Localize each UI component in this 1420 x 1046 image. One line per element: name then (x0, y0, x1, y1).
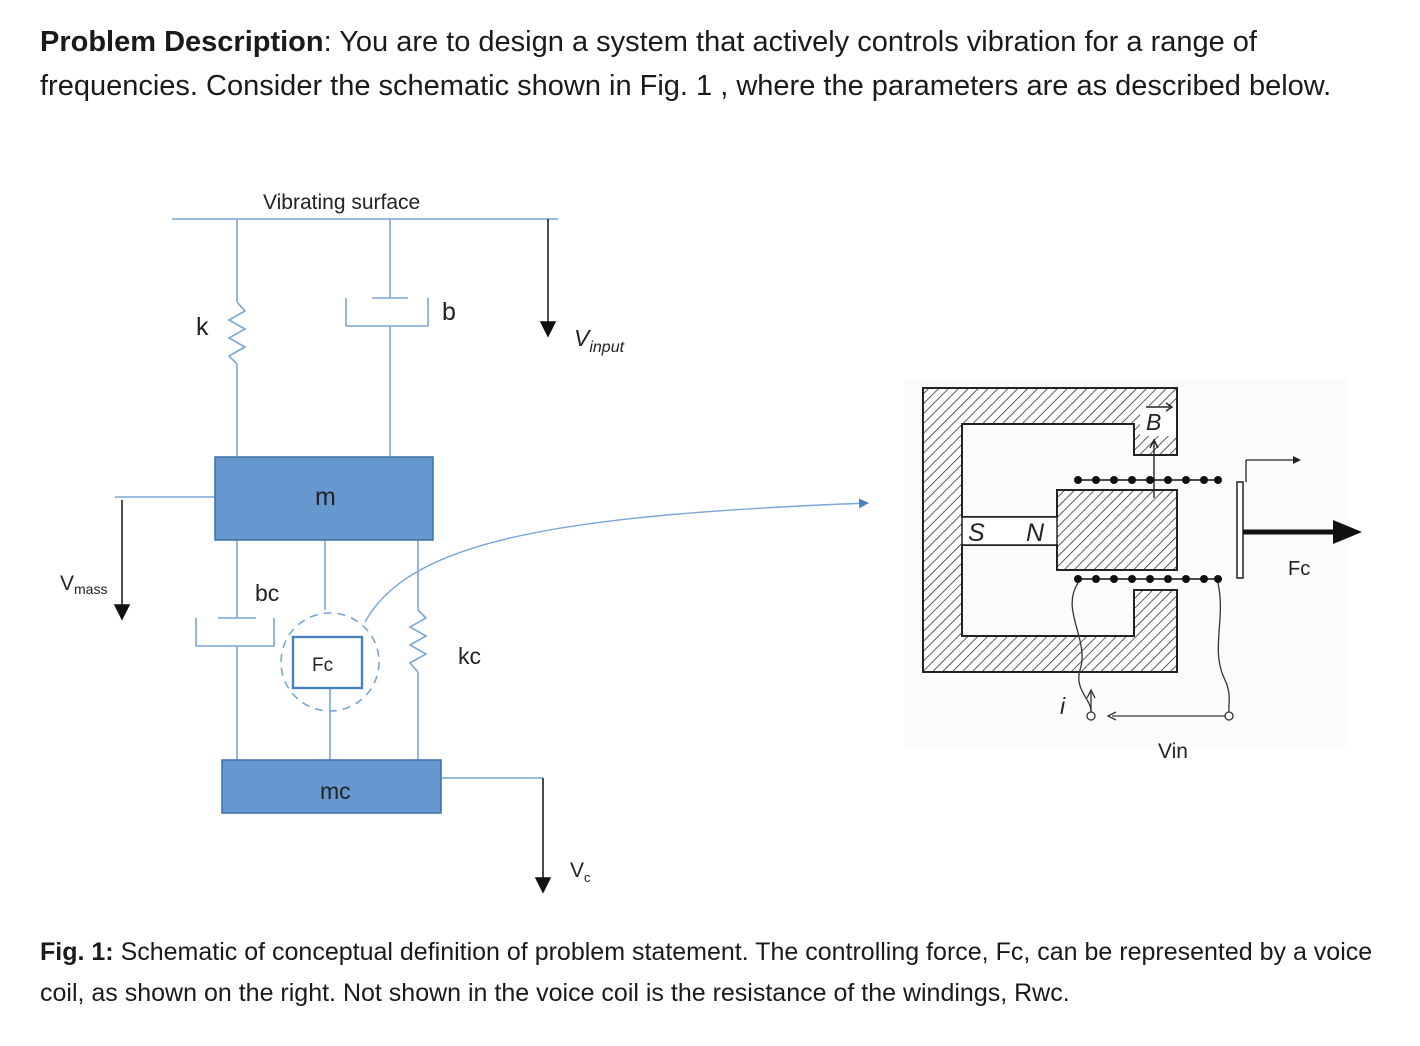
permanent-magnet (961, 516, 1058, 546)
i-label: i (1060, 693, 1066, 719)
v-c-label: Vc (570, 859, 591, 885)
terminal-right (1224, 711, 1234, 721)
mass-mc (221, 759, 442, 814)
damper-b (345, 219, 429, 457)
coil-former (1236, 481, 1244, 579)
v-c-arrow (534, 778, 552, 894)
kc-label: kc (458, 643, 481, 669)
vin-label: Vin (1158, 740, 1188, 763)
fc-box-label: Fc (312, 655, 333, 676)
coil-windings-top (1074, 476, 1222, 484)
bc-label: bc (255, 580, 279, 606)
b-label: b (442, 298, 456, 326)
lead-wire-left (1071, 582, 1092, 713)
v-mass-label: Vmass (60, 572, 107, 597)
b-vector-label: B (1146, 409, 1161, 435)
voice-coil: S N B Fc (905, 378, 1362, 763)
caption-label: Fig. 1: (40, 938, 114, 966)
problem-text: You are to design a system that actively… (40, 26, 1332, 102)
v-input-arrow (539, 219, 557, 338)
n-label: N (1026, 519, 1045, 547)
caption-text: Schematic of conceptual definition of pr… (40, 938, 1373, 1007)
connector-arrow (364, 498, 869, 623)
problem-heading: Problem Description (40, 26, 324, 58)
problem-description: Problem Description: You are to design a… (40, 26, 1332, 102)
figure-caption: Fig. 1: Schematic of conceptual definiti… (40, 932, 1380, 1014)
fc-box (291, 635, 364, 690)
s-label: S (968, 519, 985, 547)
terminal-left (1086, 711, 1096, 721)
v-mass-arrow (113, 500, 131, 621)
lead-wire-right (1217, 582, 1230, 713)
damper-bc (195, 540, 275, 760)
m-label: m (315, 483, 336, 511)
v-input-label: Vinput (574, 325, 625, 356)
mass-m (214, 456, 434, 541)
surface-label: Vibrating surface (263, 191, 420, 214)
mc-label: mc (320, 778, 351, 804)
spring-kc (408, 540, 428, 760)
fc-coil-label: Fc (1288, 558, 1310, 580)
mechanical-system (115, 218, 558, 779)
coil-windings-bottom (1074, 575, 1222, 583)
spring-k (227, 219, 247, 457)
k-label: k (196, 313, 209, 341)
